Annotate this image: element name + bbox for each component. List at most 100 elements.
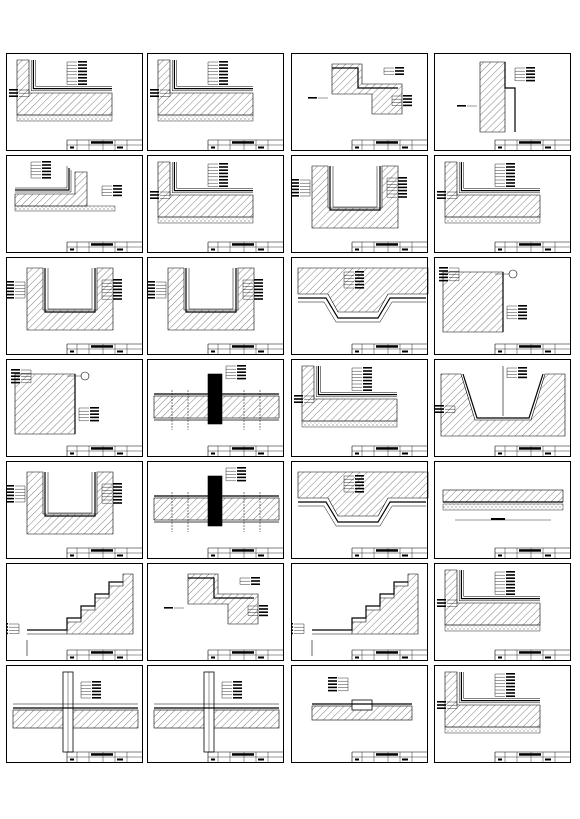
title-block-label	[519, 651, 541, 654]
leader-label	[355, 271, 364, 273]
concrete-section	[27, 573, 134, 635]
detail-drawing-6	[150, 161, 283, 252]
leader-label	[7, 290, 14, 293]
membrane-layer	[329, 166, 381, 211]
detail-drawing-18	[153, 467, 283, 558]
leader-label	[308, 97, 317, 99]
leader-label	[398, 193, 407, 195]
leader-label	[92, 697, 101, 699]
leader-label	[506, 695, 515, 697]
leader-label	[363, 376, 372, 379]
membrane-layer	[298, 501, 426, 523]
leader-label	[526, 73, 535, 75]
leader-label	[9, 95, 18, 97]
leader-label	[328, 686, 337, 689]
leader-label	[233, 693, 242, 696]
leader-label	[363, 373, 372, 375]
leader-label	[518, 376, 527, 379]
leader-label	[150, 95, 159, 97]
detail-drawing-2	[150, 59, 283, 150]
membrane-layer	[176, 162, 253, 189]
concrete-section	[479, 61, 506, 133]
title-block-label	[232, 141, 254, 144]
leader-label	[219, 166, 228, 168]
membrane-layer	[463, 672, 540, 699]
leader-label	[457, 105, 466, 107]
leader-label	[7, 623, 8, 625]
section-marker	[508, 269, 518, 279]
leader-label	[219, 163, 228, 165]
leader-label	[328, 680, 337, 682]
leader-label	[150, 92, 159, 94]
leader-label	[164, 607, 173, 609]
leader-label	[7, 287, 14, 289]
leader-label	[254, 279, 263, 281]
leader-label	[395, 73, 404, 75]
leader-label	[42, 170, 51, 173]
leader-label	[403, 101, 412, 103]
membrane-layer	[460, 570, 540, 600]
leader-label	[439, 279, 448, 282]
leader-label	[506, 574, 515, 576]
leader-label	[398, 177, 407, 179]
leader-label	[506, 580, 515, 583]
leader-label	[328, 689, 337, 692]
membrane-layer	[185, 268, 237, 313]
detail-drawing-5	[14, 161, 142, 252]
leader-label	[251, 577, 260, 579]
leader-label	[398, 183, 407, 185]
detail-drawing-25	[12, 671, 142, 762]
leader-label	[435, 408, 444, 410]
leader-label	[90, 416, 99, 419]
concrete-section	[12, 709, 139, 729]
title-block-label	[232, 549, 254, 552]
detail-drawing-21	[7, 573, 142, 660]
leader-label	[294, 401, 303, 403]
membrane-layer	[171, 60, 253, 92]
leader-label	[437, 605, 446, 607]
leader-label	[398, 189, 407, 192]
leader-label	[506, 692, 515, 694]
leader-label	[518, 305, 527, 307]
membrane-layer	[458, 570, 540, 602]
membrane-layer	[312, 581, 408, 631]
membrane-layer	[463, 570, 540, 597]
detail-panel-23	[291, 563, 428, 661]
concrete-section	[14, 373, 76, 435]
concrete-section	[153, 709, 280, 729]
leader-label	[42, 161, 51, 163]
leader-label	[78, 67, 87, 69]
leader-label	[506, 685, 515, 688]
title-block-label	[91, 243, 113, 246]
detail-panel-19	[291, 461, 429, 559]
leader-label	[355, 283, 364, 286]
membrane-layer	[35, 60, 112, 87]
leader-label	[11, 372, 20, 374]
leader-label	[506, 590, 515, 592]
leader-label	[254, 285, 263, 287]
leader-label	[78, 61, 87, 63]
detail-panel-28	[434, 665, 571, 763]
leader-label	[148, 287, 155, 289]
detail-panel-13	[6, 359, 143, 457]
membrane-layer	[320, 366, 397, 393]
leader-label	[113, 486, 122, 488]
concrete-section	[312, 573, 419, 635]
detail-panel-9	[6, 257, 143, 355]
leader-label	[395, 70, 404, 72]
leader-label	[506, 182, 515, 184]
leader-label	[150, 89, 159, 91]
detail-drawing-14	[153, 365, 283, 456]
leader-label	[506, 169, 515, 171]
leader-label	[237, 467, 246, 469]
membrane-layer	[458, 672, 540, 704]
leader-label	[363, 379, 372, 382]
leader-label	[292, 188, 299, 191]
leader-label	[506, 166, 515, 168]
leader-label	[506, 583, 515, 586]
leader-label	[7, 497, 14, 500]
leader-label	[78, 73, 87, 76]
membrane-layer	[171, 162, 253, 194]
title-block-label	[376, 753, 398, 756]
